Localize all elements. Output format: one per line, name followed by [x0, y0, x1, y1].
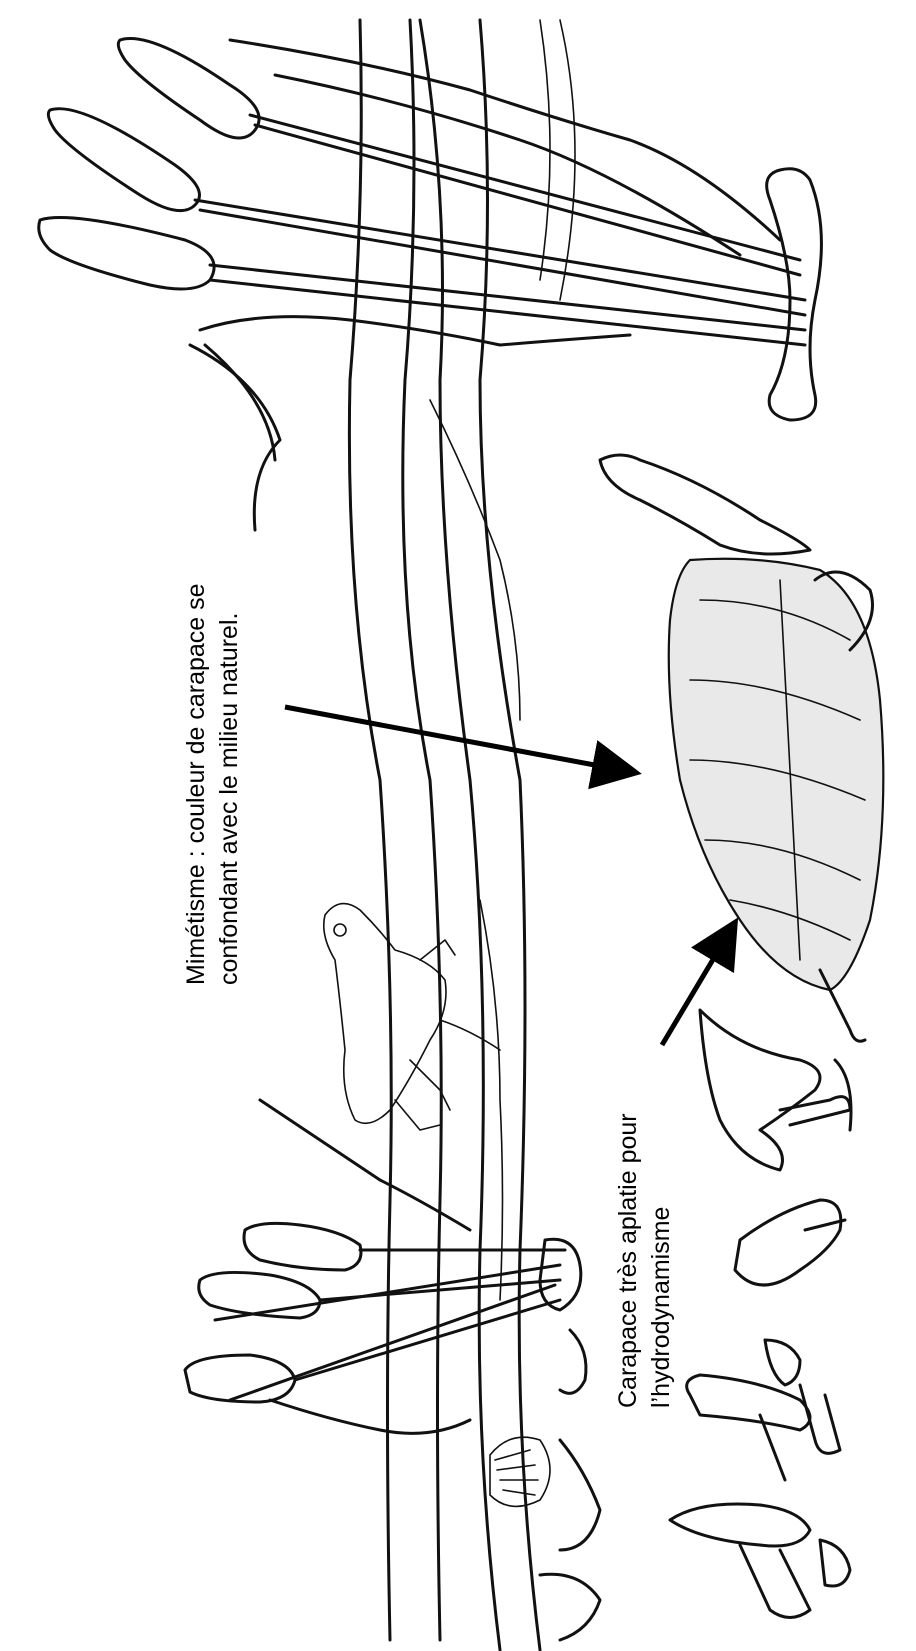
annotation-carapace-line2: l’hydrodynamisme: [645, 1113, 678, 1408]
log-branch: [349, 20, 575, 1650]
annotation-mimetisme-line2: confondant avec le milieu naturel.: [213, 583, 246, 985]
annotation-carapace: Carapace très aplatie pour l’hydrodynami…: [612, 1113, 678, 1408]
mushrooms: [670, 1340, 850, 1618]
water-lily: [490, 1437, 600, 1640]
arrowhead-leaves: [560, 1010, 851, 1393]
cattail-cluster-top: [39, 38, 822, 530]
frog-drawing: [324, 904, 500, 1130]
arrow-mimetisme: [285, 707, 632, 772]
annotation-mimetisme: Mimétisme : couleur de carapace se confo…: [180, 583, 246, 985]
turtle-drawing: [600, 455, 883, 1041]
annotation-mimetisme-line1: Mimétisme : couleur de carapace se: [180, 583, 213, 985]
annotation-carapace-line1: Carapace très aplatie pour: [612, 1113, 645, 1408]
